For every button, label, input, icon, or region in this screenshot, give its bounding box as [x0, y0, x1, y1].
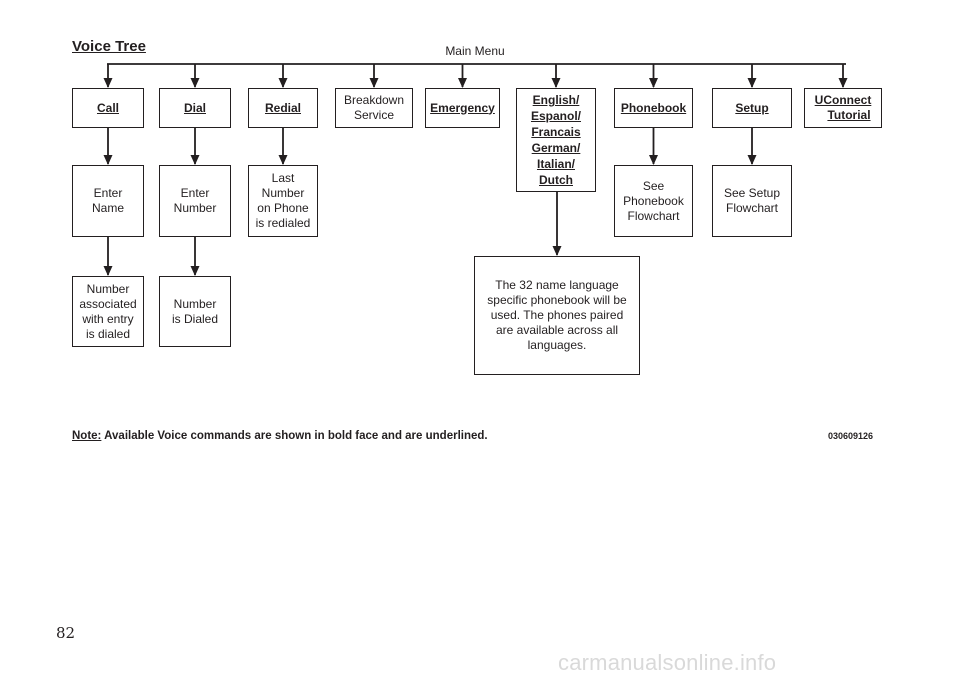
- setup-label-line: Setup: [735, 100, 769, 115]
- redial-arrow: [278, 78, 288, 88]
- enter-number-label-line: Enter: [180, 186, 210, 200]
- language-note-arrow: [552, 246, 562, 256]
- setup-flowchart-label-line: See Setup: [723, 186, 781, 200]
- last-number-label-line: on Phone: [257, 201, 309, 215]
- phonebook-flowchart-label-line: See: [642, 178, 665, 193]
- breakdown-label-line: Service: [353, 108, 394, 122]
- language-label-line: Espanol/: [530, 109, 581, 123]
- number-associated-arrow: [103, 266, 113, 276]
- emergency-label-line: Emergency: [430, 100, 495, 115]
- number-dialed-arrow: [190, 266, 200, 276]
- redial-label-line: Redial: [264, 100, 301, 115]
- page-number: 82: [56, 624, 76, 642]
- language-note-label-line: used. The phones paired: [490, 308, 624, 322]
- enter-number-label-line: Number: [173, 201, 217, 215]
- phonebook-label-line: Phonebook: [620, 100, 687, 115]
- uconnect-label-line: Tutorial: [827, 108, 871, 122]
- language-arrow: [551, 78, 561, 88]
- watermark: carmanualsonline.info: [558, 650, 777, 675]
- language-label-line: Dutch: [539, 173, 573, 187]
- language-note-label-line: specific phonebook will be: [487, 293, 627, 307]
- enter-number-arrow: [190, 155, 200, 165]
- language-label-line: English/: [532, 93, 580, 107]
- breakdown-arrow: [369, 78, 379, 88]
- last-number-label-line: Last: [271, 171, 295, 185]
- figure-id: 030609126: [828, 431, 874, 441]
- enter-name-arrow: [103, 155, 113, 165]
- last-number-arrow: [278, 155, 288, 165]
- number-associated-label-line: Number: [86, 281, 130, 296]
- last-number-label-line: Number: [261, 186, 305, 200]
- dial-box: Dial: [159, 88, 231, 128]
- language-note-label-line: The 32 name language: [495, 278, 619, 292]
- number-dialed-label-line: is Dialed: [171, 311, 219, 326]
- main-menu-label: Main Menu: [445, 44, 505, 58]
- phonebook-flowchart-label-line: Flowchart: [627, 208, 680, 223]
- phonebook-flowchart-label-line: Phonebook: [623, 193, 684, 208]
- emergency-arrow: [458, 78, 467, 88]
- number-associated-label-line: is dialed: [85, 326, 131, 341]
- number-dialed-label-line: Number: [173, 296, 217, 311]
- setup-arrow: [747, 78, 757, 88]
- number-associated-label-line: with entry: [82, 311, 134, 326]
- enter-name-label-line: Enter: [93, 186, 123, 200]
- language-note-label-line: languages.: [527, 338, 587, 352]
- call-box: Call: [72, 88, 144, 128]
- emergency-box: Emergency: [425, 88, 500, 128]
- call-arrow: [103, 78, 113, 88]
- phonebook-arrow: [649, 78, 658, 88]
- note-text: Note: Available Voice commands are shown…: [72, 430, 488, 442]
- redial-box: Redial: [248, 88, 318, 128]
- language-label-line: German/: [531, 141, 581, 155]
- uconnect-arrow: [838, 78, 848, 88]
- language-note-label-line: are available across all: [495, 323, 619, 337]
- language-label-line: Francais: [531, 125, 581, 139]
- call-label-line: Call: [96, 100, 119, 115]
- uconnect-label-line: UConnect: [814, 93, 872, 107]
- note-body: Available Voice commands are shown in bo…: [101, 430, 488, 442]
- diagram-title: Voice Tree: [72, 38, 146, 55]
- dial-label-line: Dial: [183, 100, 206, 115]
- dial-arrow: [190, 78, 200, 88]
- phonebook-flowchart-arrow: [649, 155, 658, 165]
- enter-name-label-line: Name: [91, 201, 124, 215]
- setup-flowchart-arrow: [747, 155, 757, 165]
- language-label-line: Italian/: [536, 157, 575, 171]
- note-label: Note:: [72, 430, 102, 442]
- last-number-label-line: is redialed: [255, 216, 311, 230]
- setup-flowchart-label-line: Flowchart: [725, 201, 778, 215]
- setup-box: Setup: [712, 88, 792, 128]
- number-associated-label-line: associated: [79, 296, 137, 311]
- phonebook-box: Phonebook: [614, 88, 693, 128]
- breakdown-label-line: Breakdown: [343, 93, 405, 107]
